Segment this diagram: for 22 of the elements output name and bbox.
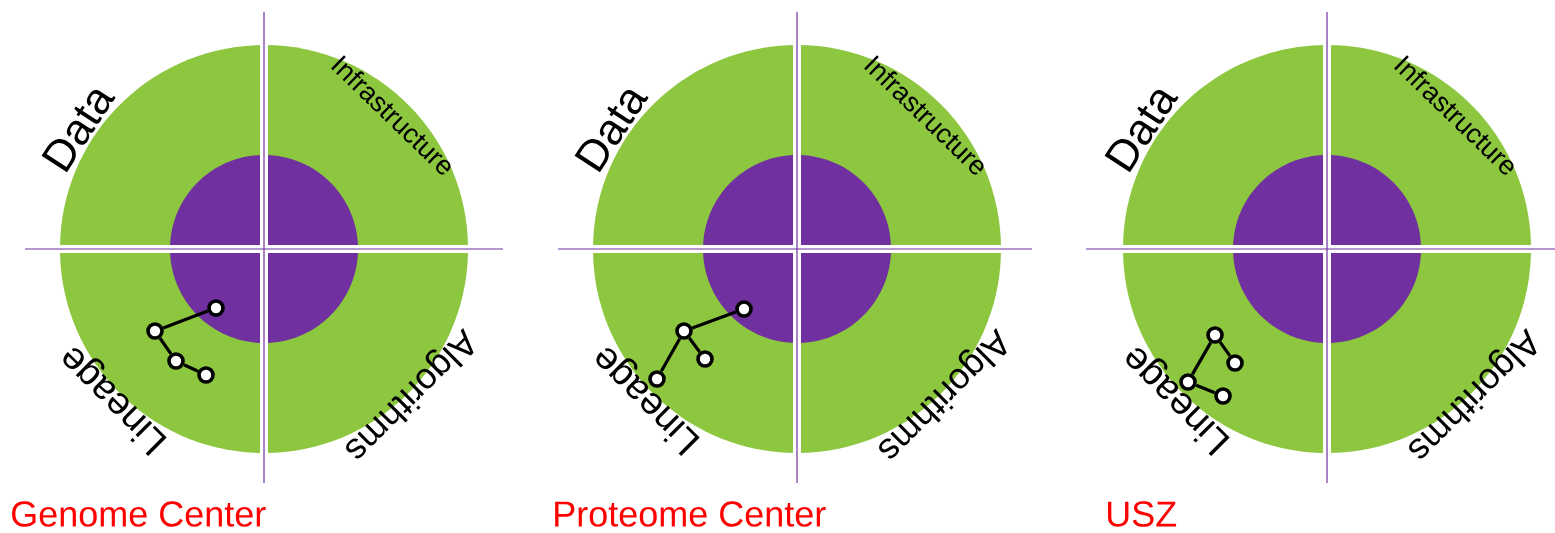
center-title: Proteome Center [555, 501, 826, 527]
graph-dot [207, 299, 225, 317]
center-title: Genome Center [12, 501, 266, 527]
graph-link [162, 309, 209, 330]
graph-link [1195, 383, 1216, 395]
graph-dot [648, 370, 666, 388]
graph-dot [735, 300, 753, 318]
graph-dot [197, 366, 215, 384]
graph-link [158, 337, 173, 355]
graph-dot [1206, 326, 1224, 344]
graph-dot [675, 322, 693, 340]
graph-link [1191, 341, 1212, 376]
center-title: USZ [1108, 501, 1177, 527]
graph-dot [1179, 373, 1197, 391]
graph-link [691, 310, 737, 330]
graph-dot [1214, 387, 1232, 405]
graph-dot [167, 352, 185, 370]
graph-link [1218, 341, 1232, 357]
graph-dot [146, 322, 164, 340]
graph-link [688, 337, 701, 353]
graph-link [183, 363, 199, 373]
graph-link [659, 337, 682, 373]
